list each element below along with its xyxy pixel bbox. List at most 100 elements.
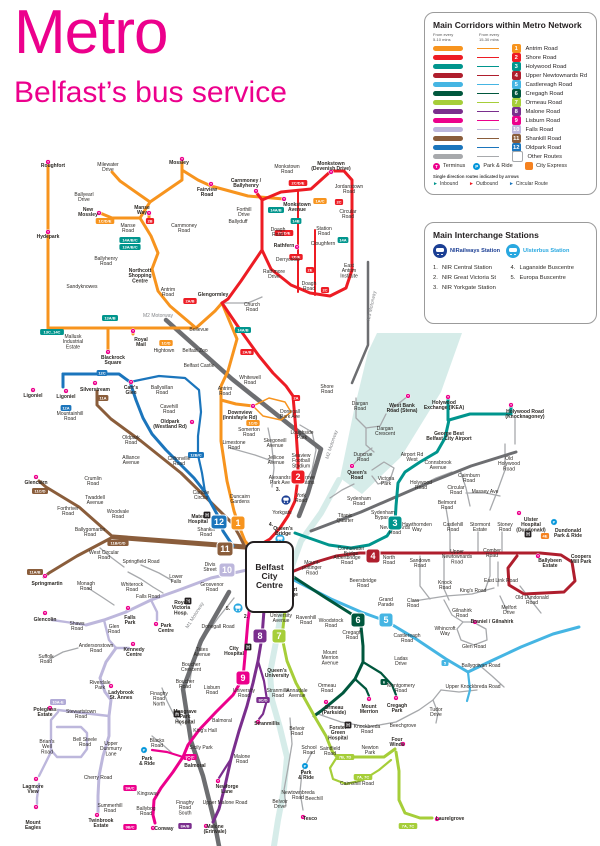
map-label: Glengormley [198,292,229,298]
motorway-line [163,317,324,519]
corridor-infrequent-line [477,146,499,149]
corridor-infrequent-line [477,83,499,86]
route-number-badge-text: 2B [147,219,152,224]
corridor-badge-number: 12 [214,517,224,527]
route-number-badge-text: 14B [292,219,299,224]
hospital-icon [173,710,181,718]
corridor-badge-number: 11 [220,544,230,554]
park-and-ride-icon [301,762,309,770]
terminus-icon [33,474,39,480]
terminus-letter: T [205,824,207,828]
map-label: Cherry Road [84,775,113,781]
terminus-letter: T [537,554,539,558]
route-number-badge-text: 7A, 7C [402,824,415,829]
map-label: Beechgrove [390,723,417,729]
terminus-letter: T [510,403,512,407]
corridor-frequent-line [433,82,463,88]
terminus-icon [349,463,355,469]
other-route-line [351,447,373,467]
corridor-number-badge: 4 [512,71,521,80]
direction-label: Outbound [475,181,498,188]
route-line-7 [394,750,434,820]
terminus-icon [128,379,134,385]
other-route-line [161,687,182,726]
terminus-letter: T [257,720,259,724]
hospital-icon [184,597,192,605]
corridor-badge-3 [387,515,403,531]
route-number-badge [335,754,355,760]
map-label: Glencairn [24,480,47,486]
terminus-letter: T [407,394,409,398]
legend-footnote: Single direction routes indicated by arr… [433,174,519,180]
terminus-icon [323,699,329,705]
corridor-number-badge: 10 [512,125,521,134]
terminus-icon [208,181,214,187]
route-number-badge-text: 13A/B/C [122,245,137,250]
terminus-icon [294,244,300,250]
terminus-letter: T [217,779,219,783]
legend-title: Main Corridors within Metro Network [433,20,582,30]
terminus-icon [434,816,440,822]
corridor-name: Ormeau Road [525,99,562,106]
terminus-letter: T [155,622,157,626]
map-label: Holywood Road(Knocknagoney) [505,409,545,420]
map-label: Oldpark(Westland Rd) [153,419,187,430]
corridor-infrequent-line [477,92,499,95]
route-number-badge-text: 7B, 7D [339,755,352,760]
route-number-badge-text: 6 [383,680,386,685]
route-line-6 [353,677,371,698]
corridor-infrequent-line [477,101,499,104]
route-number-badge [268,207,284,213]
terminus-icon [300,814,306,820]
route-number-badge-text: 8C/D [258,698,267,703]
route-number-badge [145,218,155,224]
other-route-line [443,555,450,601]
terminus-icon [253,188,259,194]
corridor-name: Shore Road [525,54,557,61]
direction-legend-item: ►Circular Route [509,181,548,187]
hospital-letter: H [246,645,250,651]
map-label: Glencolin [34,617,57,623]
hospital-icon [344,721,352,729]
other-route-line [419,555,431,600]
corridor-layer [35,158,581,825]
other-route-line [440,689,478,693]
corridor-name: Oldpark Road [525,144,562,151]
corridor-badge-number: 7 [276,631,281,641]
terminus-icon [215,778,221,784]
motorway-line [309,450,518,533]
other-route-line [267,427,275,488]
rail-station-icon-wheel [286,501,289,503]
route-line-2 [220,248,264,305]
